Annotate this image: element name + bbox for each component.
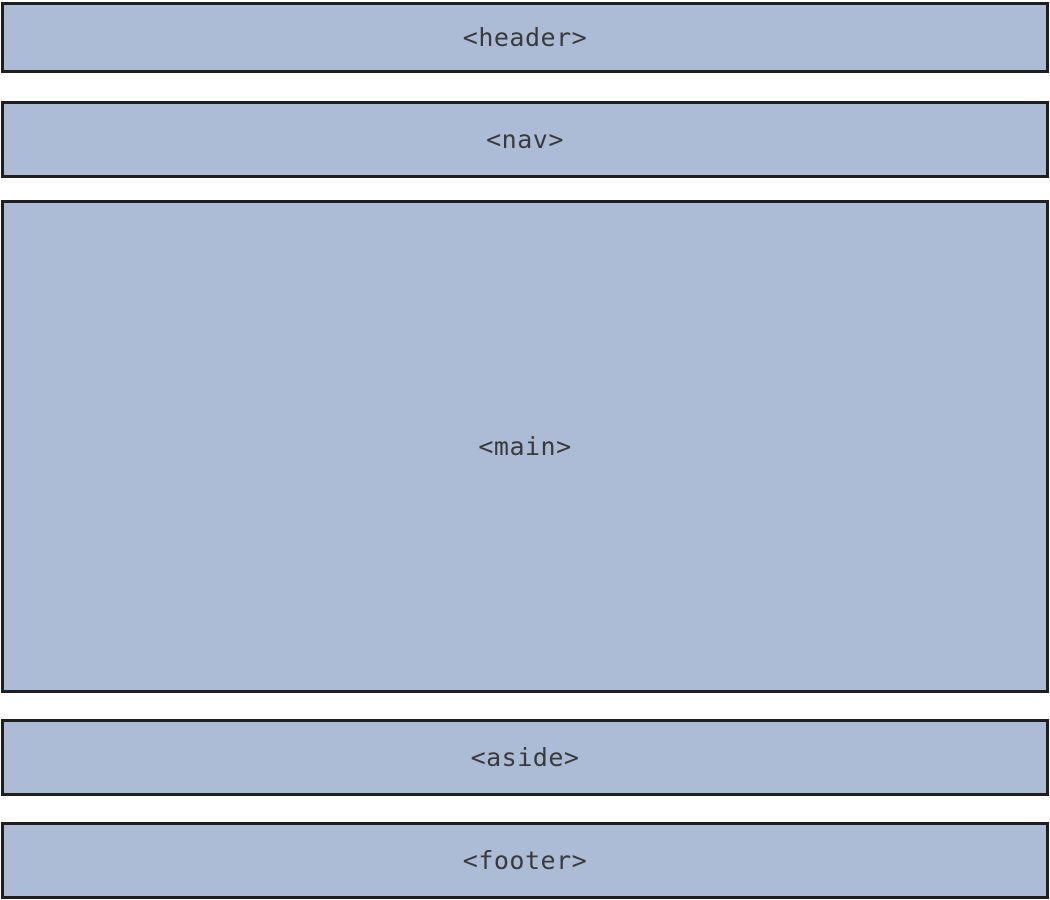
footer-box-label: <footer>	[462, 846, 588, 875]
diagram-box-nav: <nav>	[1, 101, 1049, 178]
main-box-label: <main>	[478, 432, 572, 461]
diagram-box-header: <header>	[1, 2, 1049, 73]
diagram-box-main: <main>	[1, 200, 1049, 693]
header-box-label: <header>	[462, 23, 588, 52]
nav-box-label: <nav>	[486, 125, 564, 154]
diagram-box-aside: <aside>	[1, 719, 1049, 796]
diagram-box-footer: <footer>	[1, 822, 1049, 899]
aside-box-label: <aside>	[470, 743, 580, 772]
